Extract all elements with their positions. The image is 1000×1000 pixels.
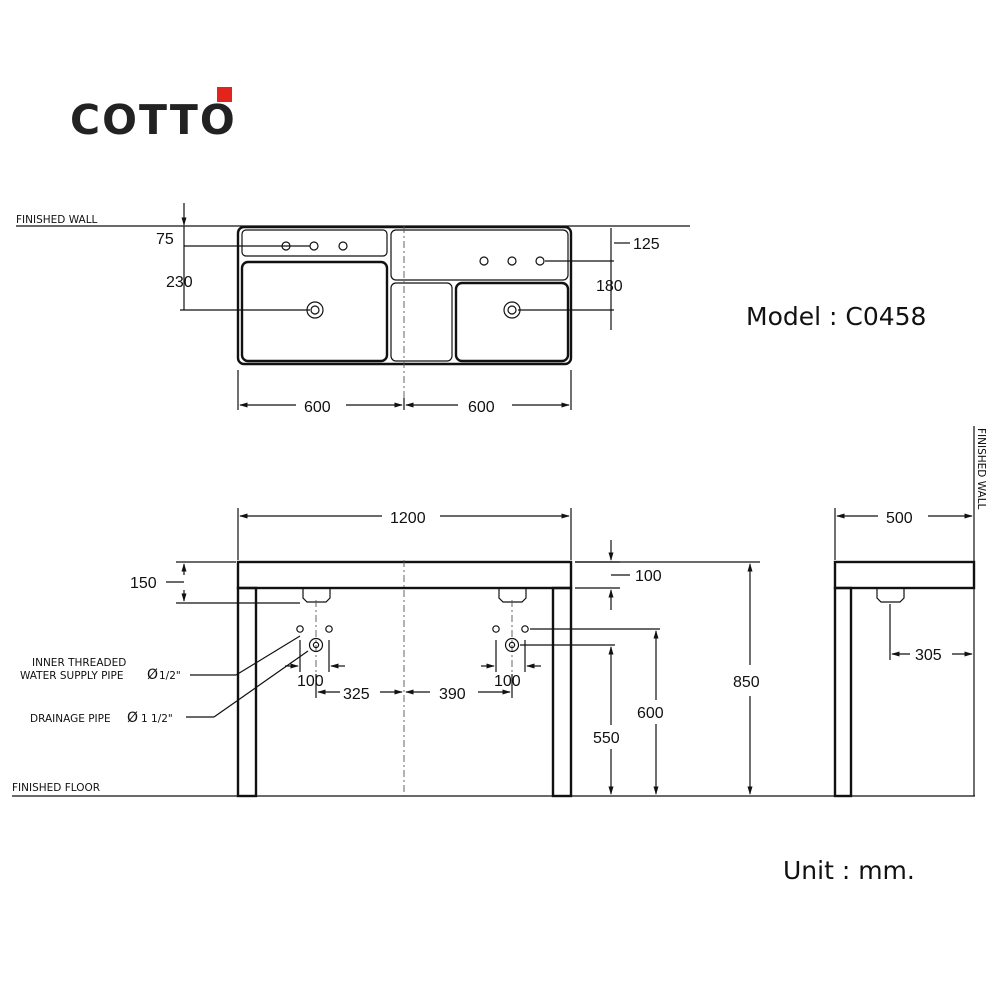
side-counter-top	[833, 560, 976, 590]
left-drain-outlet-icon	[302, 588, 331, 603]
plan-middle-compartment	[390, 282, 453, 362]
unit-label: Unit : mm.	[783, 856, 915, 885]
front-elevation: FINISHED FLOOR	[12, 508, 975, 798]
plan-finished-wall-label: FINISHED WALL	[16, 214, 98, 226]
dim-right-top-thickness: 100	[635, 568, 662, 585]
dim-side-depth: 500	[886, 510, 913, 527]
dim-drain-height: 550	[593, 730, 620, 747]
dim-left-top-thickness: 150	[130, 575, 157, 592]
drain-pipe-label: DRAINAGE PIPE	[30, 713, 111, 725]
diameter-icon: Ø	[147, 667, 158, 683]
right-supply-hole-icon	[492, 625, 500, 633]
left-supply-hole-icon	[325, 625, 333, 633]
dim-basin-depth: 230	[166, 274, 193, 291]
plan-right-basin	[454, 281, 570, 363]
drain-pipe-size: 1 1/2"	[141, 713, 173, 725]
front-right-leg	[551, 586, 573, 798]
left-drain-pipe-icon	[308, 637, 324, 653]
left-drain-inner-icon	[310, 305, 320, 315]
supply-pipe-size: 1/2"	[159, 670, 181, 682]
supply-pipe-label-line2: WATER SUPPLY PIPE	[20, 670, 123, 682]
dim-left-width: 600	[304, 399, 331, 416]
dim-left-supply-spacing: 100	[297, 673, 324, 690]
right-tap-hole-icon	[535, 256, 545, 266]
dim-right-basin-depth: 180	[596, 278, 623, 295]
side-finished-wall-label: FINISHED WALL	[975, 428, 987, 510]
drain-pipe-leader-b	[213, 650, 309, 718]
right-tap-hole-icon	[507, 256, 517, 266]
plan-outline	[236, 225, 573, 366]
side-drain-outlet-icon	[876, 588, 905, 603]
dim-left-drain-offset: 325	[343, 686, 370, 703]
plan-view: FINISHED WALL 75 230	[16, 203, 690, 416]
plan-left-basin	[240, 260, 389, 363]
left-drain-pipe-inner-icon	[312, 641, 320, 649]
supply-pipe-leader-b	[235, 635, 301, 676]
left-supply-hole-icon	[296, 625, 304, 633]
supply-pipe-label-line1: INNER THREADED	[32, 657, 126, 669]
side-elevation: FINISHED WALL 500 305	[833, 426, 987, 798]
dim-right-supply-spacing: 100	[494, 673, 521, 690]
right-drain-pipe-inner-icon	[508, 641, 516, 649]
right-tap-hole-icon	[479, 256, 489, 266]
dim-tap-offset: 75	[156, 231, 174, 248]
left-tap-hole-icon	[309, 241, 319, 251]
dim-right-width: 600	[468, 399, 495, 416]
dim-total-width: 1200	[390, 510, 426, 527]
plan-left-tap-deck	[241, 229, 388, 257]
plan-right-tap-deck	[390, 229, 569, 281]
left-tap-hole-icon	[338, 241, 348, 251]
dim-right-tap-offset: 125	[633, 236, 660, 253]
dim-supply-height: 600	[637, 705, 664, 722]
right-drain-pipe-icon	[504, 637, 520, 653]
side-leg	[833, 586, 853, 798]
dim-right-drain-offset: 390	[439, 686, 466, 703]
model-label: Model : C0458	[746, 302, 926, 331]
brand-name: COTTO	[70, 96, 237, 144]
right-drain-inner-icon	[507, 305, 517, 315]
right-drain-icon	[503, 301, 521, 319]
dim-total-height: 850	[733, 674, 760, 691]
brand-accent-square	[217, 87, 232, 102]
front-finished-floor-label: FINISHED FLOOR	[12, 782, 100, 794]
diameter-icon: Ø	[127, 710, 138, 726]
dim-side-drain-offset: 305	[915, 647, 942, 664]
cotto-logo: COTTO	[70, 87, 237, 144]
right-drain-outlet-icon	[498, 588, 527, 603]
front-counter-top	[236, 560, 573, 590]
front-left-leg	[236, 586, 258, 798]
right-supply-hole-icon	[521, 625, 529, 633]
